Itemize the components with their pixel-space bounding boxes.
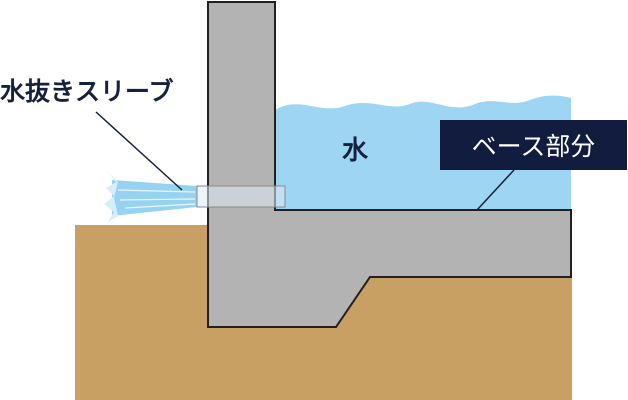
drain-sleeve-label: 水抜きスリーブ (0, 77, 174, 106)
sleeve-leader-line (95, 111, 183, 191)
concrete-foundation (207, 1, 572, 328)
base-leader-line (476, 169, 515, 211)
water-jet (112, 180, 197, 216)
jet-streaks (117, 189, 196, 209)
splash (104, 172, 118, 222)
base-part-label: ベース部分 (440, 120, 627, 170)
drain-sleeve (196, 185, 286, 208)
water-label: 水 (342, 136, 369, 166)
